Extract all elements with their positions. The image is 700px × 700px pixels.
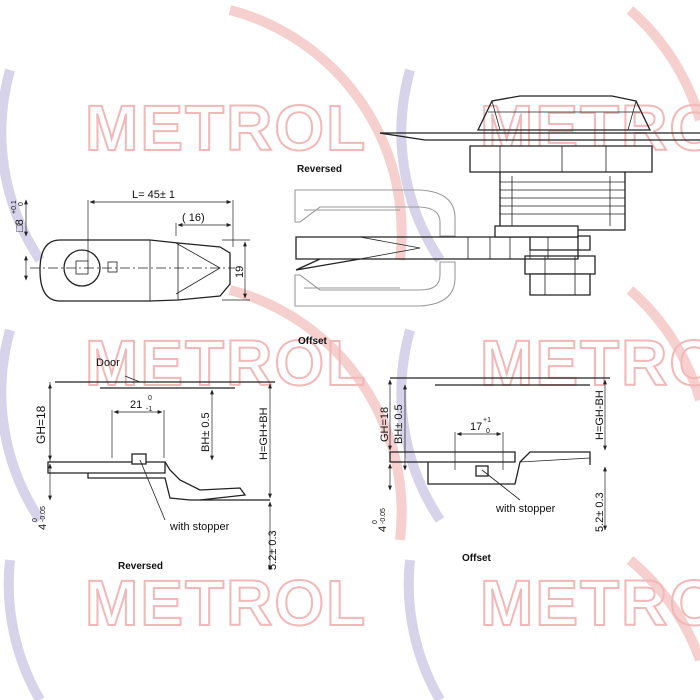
h-left-dimension: H=GH+BH (258, 407, 270, 460)
dim-17-tol-upper: +1 (483, 417, 491, 424)
watermark-arc (626, 556, 700, 662)
watermark-text: METROL (85, 567, 367, 639)
watermark-text: METROL (480, 567, 700, 639)
bh-left-dimension: BH± 0.5 (200, 412, 212, 452)
offset-label-top: Offset (298, 336, 328, 347)
four-right-tol-lower: -0.05 (380, 508, 387, 524)
reversed-label-bottom: Reversed (118, 561, 163, 572)
watermark-arc (3, 559, 45, 700)
dim-17: 17 (470, 421, 482, 433)
length-dimension: L= 45± 1 (132, 189, 175, 201)
reversed-label-top: Reversed (297, 164, 342, 175)
watermark-text: METROL (85, 92, 367, 164)
offset-label-bottom: Offset (462, 553, 492, 564)
watermark: METROL METROL METROL METROL METROL METRO… (0, 5, 700, 700)
dim-21-tol-upper: 0 (148, 395, 152, 402)
watermark-arc (228, 5, 407, 261)
h-right-dimension: H=GH-BH (594, 390, 606, 440)
gh-right-dimension: GH=18 (379, 407, 391, 442)
four-right-dimension: 4 (377, 526, 389, 532)
watermark-text: METROL (480, 327, 700, 399)
four-right-tol-upper: 0 (372, 520, 379, 524)
with-stopper-left: with stopper (169, 521, 230, 533)
dim-17-tol-lower: 0 (486, 428, 490, 435)
cam-positions: Reversed Offset (294, 164, 579, 347)
watermark-arc (403, 559, 445, 700)
lock-body-view (379, 95, 700, 296)
square-dimension: □8 (14, 219, 26, 232)
cam-top-view: L= 45± 1 ( 16) □8 +0.1 0 19 (11, 189, 250, 302)
watermark-arc (626, 286, 700, 402)
gh-left-dimension: GH=18 (34, 405, 48, 444)
dim-21-tol-lower: -1 (146, 406, 152, 413)
watermark-arc (0, 68, 45, 263)
watermark-arc (228, 285, 407, 541)
watermark-arc (0, 328, 45, 523)
five-left-dimension: 5.2± 0.3 (267, 530, 279, 570)
four-left-dimension: 4 (37, 524, 49, 530)
width-dimension: 19 (234, 266, 246, 278)
offset-section: with stopper GH=18 BH± 0.5 17 +1 0 H=GH-… (372, 377, 610, 564)
with-stopper-right: with stopper (495, 503, 556, 515)
square-tolerance-upper: +0.1 (11, 200, 18, 214)
reversed-section: Door with stopper GH=18 21 0 -1 BH± 0.5 … (32, 357, 279, 572)
watermark-arc (626, 6, 700, 122)
door-label: Door (96, 357, 120, 369)
watermark-arc (396, 328, 445, 523)
four-left-tol-upper: 0 (32, 518, 39, 522)
dim-21: 21 (130, 399, 142, 411)
bh-right-dimension: BH± 0.5 (393, 404, 405, 444)
five-right-dimension: 5.2± 0.3 (594, 492, 606, 532)
square-tolerance-lower: 0 (18, 202, 25, 206)
watermark-arc (396, 68, 445, 263)
ref-16-dimension: ( 16) (182, 212, 205, 224)
four-left-tol-lower: -0.05 (40, 506, 47, 522)
